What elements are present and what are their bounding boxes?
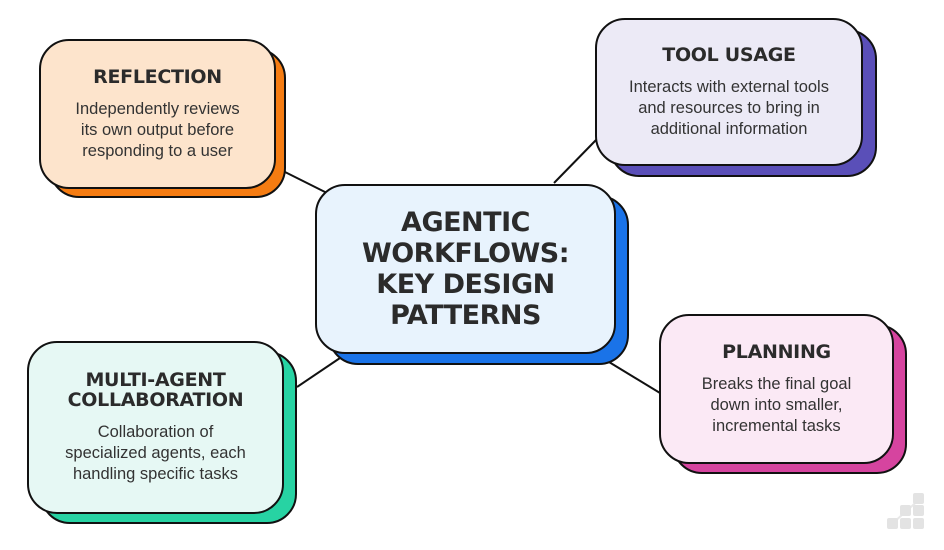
desc-line: Collaboration of (97, 423, 214, 441)
node-tool-usage: TOOL USAGE Interacts with external tools… (595, 18, 877, 177)
desc-line: its own output before (80, 120, 235, 139)
staircase-logo-icon (887, 493, 927, 529)
title-line: WORKFLOWS: (361, 238, 570, 269)
node-title: TOOL USAGE (662, 43, 796, 66)
edge-center-multi-agent (296, 357, 341, 388)
edge-center-tool-usage (553, 139, 597, 184)
title-line: COLLABORATION (67, 389, 244, 411)
node-description: Independently reviews its own output bef… (75, 99, 239, 162)
node-multi-agent: MULTI-AGENT COLLABORATION Collaboration … (27, 341, 297, 524)
node-card: AGENTIC WORKFLOWS: KEY DESIGN PATTERNS (315, 184, 616, 354)
desc-line: and resources to bring in (638, 98, 820, 117)
edge-center-reflection (284, 171, 328, 194)
node-title: REFLECTION (93, 65, 222, 88)
desc-line: Interacts with external tools (629, 77, 829, 96)
node-description: Collaboration of specialized agents, eac… (65, 422, 246, 485)
title-line: PATTERNS (390, 300, 541, 331)
desc-line: down into smaller, (710, 395, 843, 414)
node-title: MULTI-AGENT COLLABORATION (68, 370, 244, 410)
desc-line: handling specific tasks (72, 465, 239, 483)
node-card: MULTI-AGENT COLLABORATION Collaboration … (27, 341, 284, 514)
title-line: KEY DESIGN (376, 269, 555, 300)
node-card: PLANNING Breaks the final goal down into… (659, 314, 894, 464)
node-reflection: REFLECTION Independently reviews its own… (39, 39, 286, 198)
desc-line: additional information (650, 119, 808, 138)
node-planning: PLANNING Breaks the final goal down into… (659, 314, 907, 474)
desc-line: Breaks the final goal (701, 374, 852, 393)
node-center: AGENTIC WORKFLOWS: KEY DESIGN PATTERNS (315, 184, 629, 365)
title-line: MULTI-AGENT (85, 369, 226, 391)
node-description: Interacts with external tools and resour… (629, 77, 829, 140)
node-description: Breaks the final goal down into smaller,… (702, 374, 852, 437)
node-card: TOOL USAGE Interacts with external tools… (595, 18, 863, 166)
desc-line: Independently reviews (75, 99, 240, 118)
desc-line: specialized agents, each (65, 444, 246, 462)
desc-line: incremental tasks (712, 416, 841, 435)
desc-line: responding to a user (82, 141, 233, 160)
edge-center-planning (608, 361, 661, 394)
node-title: PLANNING (722, 340, 831, 363)
title-line: AGENTIC (401, 207, 530, 238)
center-title: AGENTIC WORKFLOWS: KEY DESIGN PATTERNS (361, 207, 570, 331)
node-card: REFLECTION Independently reviews its own… (39, 39, 276, 189)
